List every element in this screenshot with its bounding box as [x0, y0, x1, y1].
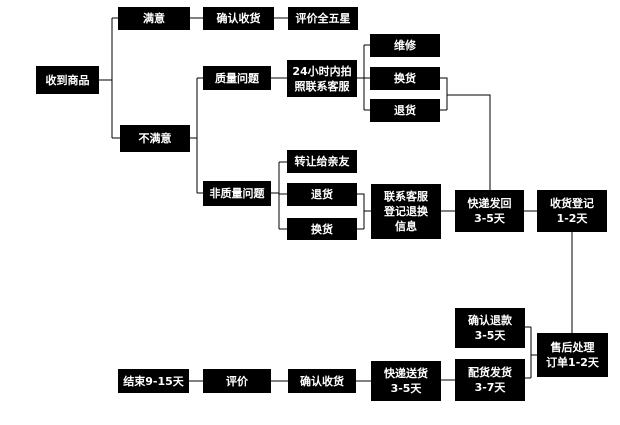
node-return-quality[interactable]: 退货	[370, 99, 440, 122]
node-confirm-receipt-bottom[interactable]: 确认收货	[288, 369, 356, 393]
connector-unsatisfied-branch	[190, 77, 203, 194]
node-express-return[interactable]: 快递发回 3-5天	[455, 190, 524, 232]
node-five-star-review[interactable]: 评价全五星	[288, 7, 358, 30]
node-end[interactable]: 结束9-15天	[118, 369, 189, 393]
node-ship-goods[interactable]: 配货发货 3-7天	[455, 359, 525, 401]
node-express-delivery[interactable]: 快递送货 3-5天	[371, 361, 441, 401]
node-receive-register[interactable]: 收货登记 1-2天	[537, 190, 607, 232]
node-receive-goods[interactable]: 收到商品	[36, 66, 99, 94]
node-transfer-to-friends[interactable]: 转让给亲友	[287, 150, 357, 173]
node-unsatisfied[interactable]: 不满意	[120, 125, 190, 152]
connector-aftersale-branch	[525, 326, 537, 379]
node-return-non-quality[interactable]: 退货	[287, 183, 357, 206]
node-satisfied[interactable]: 满意	[118, 7, 190, 30]
connector-contact-branch	[357, 44, 370, 111]
node-exchange-quality[interactable]: 换货	[370, 67, 440, 90]
node-repair[interactable]: 维修	[370, 34, 440, 57]
connector-quality-express	[440, 77, 491, 190]
node-confirm-refund[interactable]: 确认退款 3-5天	[455, 308, 525, 348]
node-contact-24h[interactable]: 24小时内拍 照联系客服	[287, 60, 357, 97]
node-quality-issue[interactable]: 质量问题	[203, 66, 271, 90]
node-after-sale-processing[interactable]: 售后处理 订单1-2天	[537, 333, 608, 377]
node-register-exchange-info[interactable]: 联系客服 登记退换 信息	[371, 184, 441, 239]
node-exchange-non-quality[interactable]: 换货	[287, 218, 357, 240]
node-confirm-receipt-top[interactable]: 确认收货	[203, 7, 274, 30]
connector-receive-branch	[99, 17, 120, 139]
connector-nonquality-register	[357, 193, 371, 230]
connector-nonquality-branch	[271, 161, 287, 230]
node-evaluate[interactable]: 评价	[203, 369, 271, 393]
node-non-quality-issue[interactable]: 非质量问题	[203, 181, 271, 206]
